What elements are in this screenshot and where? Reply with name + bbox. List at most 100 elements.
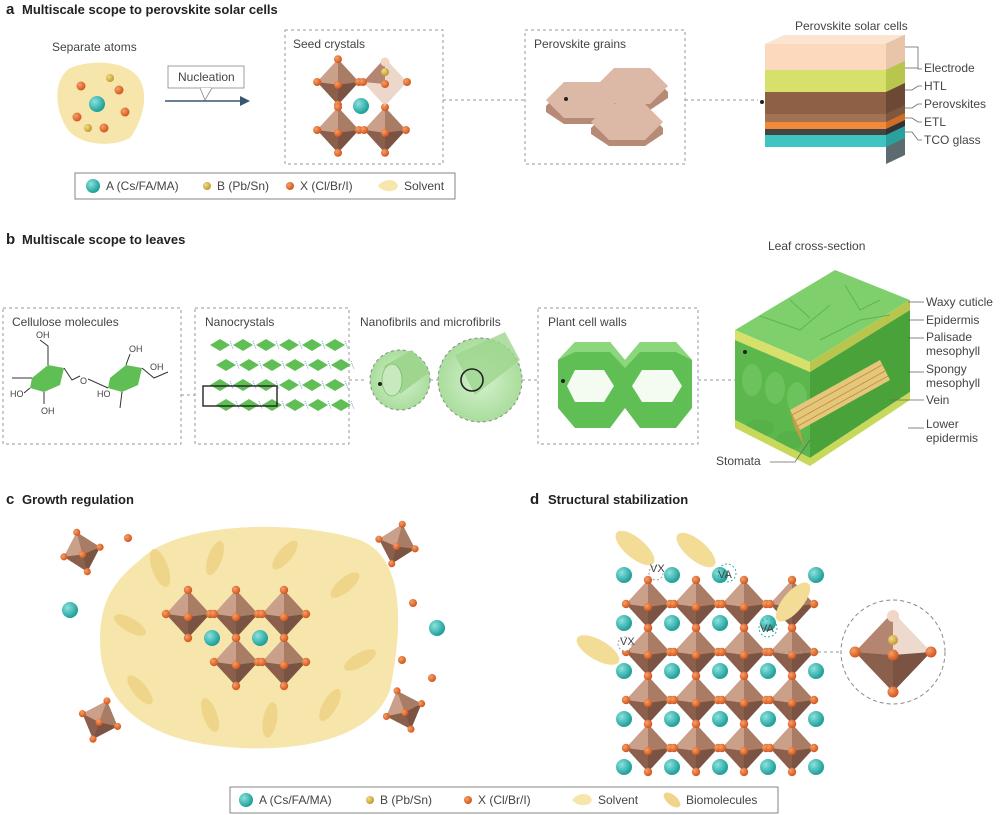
nanocrystals-label: Nanocrystals (205, 315, 274, 329)
legend-top-b-icon (203, 182, 211, 190)
legend-bottom-a-icon (239, 793, 253, 807)
legend-bottom-solvent: Solvent (598, 793, 639, 807)
solvent-domain (100, 526, 399, 749)
nanocrystals-frame (194, 307, 350, 445)
leaf-callouts (770, 301, 924, 463)
panel-c-title: Growth regulation (22, 492, 134, 507)
panel-d-title: Structural stabilization (548, 492, 688, 507)
legend-bottom-a: A (Cs/FA/MA) (259, 793, 332, 807)
nanocrystal (331, 399, 351, 411)
vacancy-va-2: VA (760, 623, 775, 635)
leaf-lower: Lower (926, 417, 959, 431)
a-site-ion (664, 615, 680, 631)
a-site-ion (712, 663, 728, 679)
cellulose-frame (2, 307, 182, 445)
a-site-ion (712, 711, 728, 727)
a-site-ion (252, 630, 268, 646)
vacancy-vx-2: VX (620, 636, 635, 648)
fibrils-label: Nanofibrils and microfibrils (360, 315, 501, 329)
nanofibril (369, 349, 431, 411)
a-site-ion (616, 711, 632, 727)
legend-top-b: B (Pb/Sn) (217, 179, 269, 193)
nanocrystal (239, 399, 259, 411)
legend-top-x: X (Cl/Br/I) (300, 179, 353, 193)
a-site-ion (616, 663, 632, 679)
legend-bottom-x-icon (464, 796, 472, 804)
nanocrystal (210, 379, 230, 391)
nanocrystal (262, 399, 282, 411)
nanocrystal (285, 359, 305, 371)
leaf-spongy: Spongy (926, 362, 967, 376)
layer-etl: ETL (924, 115, 946, 129)
legend-bottom-b: B (Pb/Sn) (380, 793, 432, 807)
free-ions-c (62, 534, 445, 682)
nanocrystal (325, 379, 345, 391)
chem-oh-1: OH (36, 330, 50, 340)
arrow-head (240, 96, 250, 106)
perovskite-grains-frame (524, 29, 686, 165)
nanocrystal (210, 339, 230, 351)
a-site-ion (808, 711, 824, 727)
zoom-octahedron (849, 610, 937, 698)
chem-oh-4: OH (150, 362, 164, 372)
layer-htl: HTL (924, 79, 947, 93)
a-site-ion (616, 759, 632, 775)
nanocrystal (308, 359, 328, 371)
a-site-ion (808, 663, 824, 679)
perovskite-grain-hexagons (546, 68, 668, 146)
legend-top-x-icon (286, 182, 294, 190)
nanocrystal (256, 379, 276, 391)
legend-bottom-solvent-icon (572, 794, 592, 806)
nanocrystal (285, 399, 305, 411)
panel-a: a Multiscale scope to perovskite solar c… (6, 1, 986, 200)
nanocrystal (216, 359, 236, 371)
panel-d-letter: d (530, 491, 539, 508)
layer-electrode: Electrode (924, 61, 975, 75)
growing-crystal (161, 585, 311, 691)
solar-cells-label: Perovskite solar cells (795, 19, 908, 33)
leaf-vein: Vein (926, 393, 949, 407)
legend-top-a-icon (86, 179, 100, 193)
a-site-ion (664, 711, 680, 727)
a-site-ion (760, 711, 776, 727)
chem-o: O (80, 376, 87, 386)
cellulose-structure: OH HO OH OH O HO OH (10, 330, 169, 416)
solar-layer-callouts: Electrode HTL Perovskites ETL TCO glass (905, 46, 986, 147)
panel-a-letter: a (6, 1, 15, 18)
perovskite-grains-label: Perovskite grains (534, 37, 626, 51)
leaf-spongy-mesophyll: mesophyll (926, 376, 980, 390)
separate-atoms (72, 74, 130, 133)
microfibril (437, 332, 523, 423)
solar-cell-stack (760, 35, 905, 164)
nanocrystal-selection (202, 385, 278, 407)
biomolecules-c (114, 540, 376, 738)
seed-crystals-label: Seed crystals (293, 37, 365, 51)
biomolecules-d (576, 530, 811, 665)
layer-tco-glass: TCO glass (924, 133, 981, 147)
legend-top-solvent: Solvent (404, 179, 445, 193)
cell-wall-structure (558, 342, 692, 428)
nanocrystal (256, 339, 276, 351)
chem-ho-1: HO (10, 389, 24, 399)
nanocrystal (279, 339, 299, 351)
nanocrystal-rows (210, 339, 355, 411)
nanocrystal (216, 399, 236, 411)
leaf-waxy-cuticle: Waxy cuticle (926, 295, 993, 309)
legend-bottom-b-icon (366, 796, 374, 804)
chem-ho-2: HO (97, 389, 111, 399)
a-site-ion (664, 759, 680, 775)
nanocrystal (331, 359, 351, 371)
legend-top-a: A (Cs/FA/MA) (106, 179, 179, 193)
leaf-palisade: Palisade (926, 330, 972, 344)
panel-c: c Growth regulation (6, 491, 445, 751)
a-site-ion (204, 630, 220, 646)
cell-walls-label: Plant cell walls (548, 315, 627, 329)
nanocrystal (239, 359, 259, 371)
nanocrystal (325, 339, 345, 351)
nanocrystal (262, 359, 282, 371)
a-site-ion (760, 759, 776, 775)
a-site-ion (664, 567, 680, 583)
a-site-ion (760, 615, 776, 631)
cellulose-label: Cellulose molecules (12, 315, 119, 329)
